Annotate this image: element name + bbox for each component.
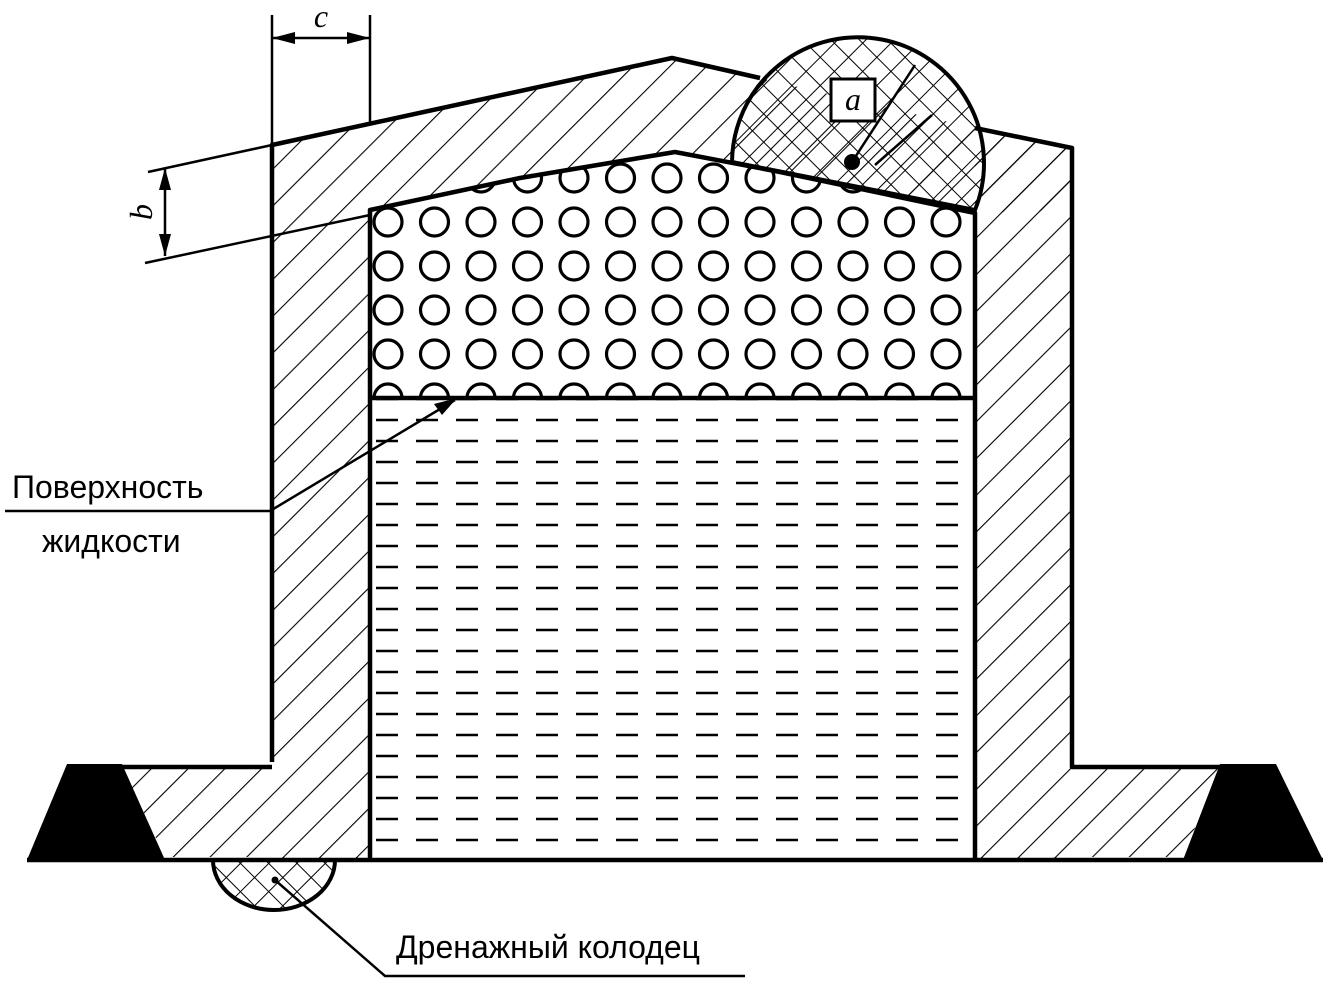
fill-granule <box>930 338 962 370</box>
right-soil-wedge <box>1183 764 1323 860</box>
fill-granule <box>418 382 451 398</box>
fill-granule <box>604 162 637 194</box>
fill-granule <box>697 338 730 370</box>
fill-granule <box>558 294 590 326</box>
fill-granule <box>930 250 962 282</box>
fill-granule <box>790 382 823 398</box>
fill-granule <box>465 382 497 398</box>
fill-granule <box>558 338 590 370</box>
fill-granule <box>883 382 916 398</box>
fill-granule <box>790 338 823 370</box>
fill-granule <box>604 206 637 238</box>
fill-granule <box>558 250 590 282</box>
fill-granule <box>744 338 776 370</box>
roof-dome <box>729 35 986 213</box>
roof-right-outline <box>974 125 1275 770</box>
fill-granule <box>790 294 823 326</box>
fill-granule <box>837 338 869 370</box>
fill-granule <box>837 382 869 398</box>
fill-granule <box>790 250 823 282</box>
fill-granule <box>465 250 497 282</box>
fill-granule <box>837 294 869 326</box>
fill-granule <box>418 338 451 370</box>
fill-granule <box>558 206 590 238</box>
fill-granule <box>511 338 544 370</box>
drain-well-leader <box>274 879 745 978</box>
fill-granule <box>744 382 776 398</box>
left-wall <box>272 124 370 862</box>
fill-granule <box>418 250 451 282</box>
drain-well-label: Дренажный колодец <box>396 929 700 965</box>
fill-granule <box>790 206 823 238</box>
dim-b-label: b <box>123 204 159 220</box>
fill-granule <box>372 382 404 398</box>
fill-granule <box>418 206 451 238</box>
fill-granule <box>697 294 730 326</box>
fill-granule <box>465 294 497 326</box>
right-wall <box>975 128 1072 862</box>
fill-granule <box>744 250 776 282</box>
fill-granule <box>837 250 869 282</box>
fill-granule <box>744 294 776 326</box>
fill-granule <box>651 206 683 238</box>
tank-outer-outline <box>269 55 761 762</box>
fill-granule <box>651 162 683 194</box>
liquid-surface-leader <box>5 398 456 513</box>
fill-granule <box>511 206 544 238</box>
fill-granule <box>697 162 730 194</box>
fill-granule <box>697 206 730 238</box>
left-soil-wedge <box>27 764 165 860</box>
left-footing <box>122 767 370 862</box>
fill-granule <box>604 250 637 282</box>
right-footing <box>975 767 1220 862</box>
fill-granule <box>930 382 962 398</box>
fill-granule <box>604 338 637 370</box>
fill-granule <box>930 294 962 326</box>
fill-granule <box>651 250 683 282</box>
liquid <box>372 400 974 860</box>
fill-granule <box>372 294 404 326</box>
fill-granule <box>697 250 730 282</box>
dimension-b <box>144 143 371 265</box>
fill-granule <box>651 338 683 370</box>
fill-granule <box>372 338 404 370</box>
inner-left-outline <box>367 149 978 862</box>
fill-granule <box>604 382 637 398</box>
dim-c-label: c <box>314 0 328 34</box>
dimension-c <box>270 15 372 145</box>
fill-granule <box>558 382 590 398</box>
fill-granule <box>372 250 404 282</box>
fill-granule <box>883 250 916 282</box>
fill-granule <box>511 294 544 326</box>
fill-granule <box>883 294 916 326</box>
dimension-a: a <box>829 64 933 170</box>
fill-granule <box>651 294 683 326</box>
fill-granule <box>744 206 776 238</box>
fill-granule <box>465 206 497 238</box>
fill-granule <box>883 206 916 238</box>
dim-a-label: a <box>845 81 861 117</box>
fill-granule <box>465 338 497 370</box>
dim-a-box <box>829 77 877 123</box>
fill-granule <box>604 294 637 326</box>
fill-granule <box>511 250 544 282</box>
fill-granule <box>697 382 730 398</box>
fill-granule <box>883 338 916 370</box>
fill-granule <box>837 206 869 238</box>
fill-granule <box>511 382 544 398</box>
liquid-surface-label-line1: Поверхность <box>12 469 203 505</box>
liquid-surface-label-line2: жидкости <box>42 523 181 559</box>
drain-well <box>210 858 338 912</box>
fill-granule <box>418 294 451 326</box>
fill-granule <box>651 382 683 398</box>
